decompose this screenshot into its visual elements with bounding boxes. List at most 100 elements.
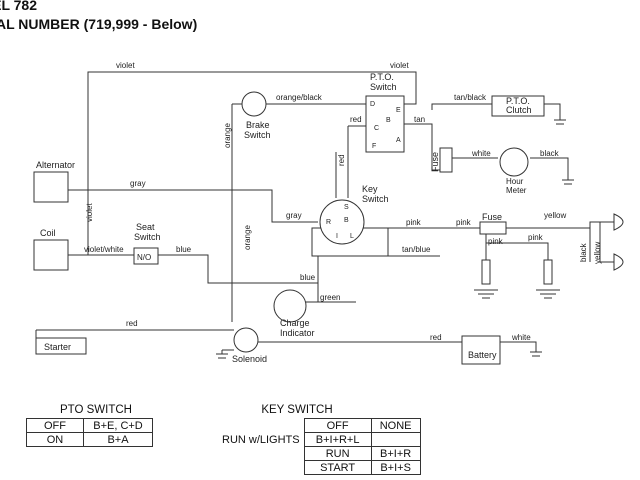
coil-box (33, 239, 69, 271)
wire-label-yellow-lamp: yellow (593, 242, 602, 264)
wire-label-gray-key: gray (286, 211, 302, 220)
ground-symbol-5 (216, 353, 228, 359)
pto-switch-table: OFF B+E, C+D ON B+A (26, 418, 153, 447)
charge-indicator-symbol (273, 289, 307, 323)
key-terminal-l: L (350, 233, 354, 240)
hour-meter-label-1: Hour (506, 177, 524, 186)
alternator-label: Alternator (36, 160, 75, 170)
wire-label-orange-lower: orange (243, 225, 252, 250)
charge-indicator-label-2: Indicator (280, 328, 315, 338)
key-row-4-connection: B+I+S (370, 460, 421, 475)
battery-label: Battery (468, 350, 497, 360)
wire-label-violet-top: violet (116, 61, 135, 70)
wire-label-red-key: red (337, 154, 346, 166)
lamp-socket-2 (543, 259, 553, 285)
table-row: OFF B+E, C+D (26, 418, 153, 433)
pto-row-2-state: ON (26, 432, 84, 447)
key-terminal-s: S (344, 204, 349, 211)
headlight-1 (613, 213, 624, 231)
coil-label: Coil (40, 228, 56, 238)
key-row-3-state: RUN (303, 446, 372, 461)
table-row: ON B+A (26, 432, 153, 447)
pto-row-2-connection: B+A (83, 432, 153, 447)
pto-switch-box (365, 95, 405, 153)
wire-label-white-battery: white (511, 333, 531, 342)
pto-table-title: PTO SWITCH (60, 404, 132, 416)
wire-label-tan-blue: tan/blue (402, 245, 431, 254)
brake-switch-label-1: Brake (246, 120, 270, 130)
seat-switch-label-1: Seat (136, 222, 155, 232)
table-row: OFF NONE (216, 418, 421, 433)
pto-switch-label-1: P.T.O. (370, 72, 394, 82)
key-terminal-b: B (344, 217, 349, 224)
wire-label-white-meter: white (471, 149, 491, 158)
key-table-title: KEY SWITCH (261, 404, 333, 416)
pto-terminal-b: B (386, 117, 391, 124)
key-row-1-connection: NONE (370, 418, 421, 433)
headlight-2 (613, 253, 624, 271)
starter-label: Starter (44, 342, 71, 352)
charge-indicator-label-1: Charge (280, 318, 310, 328)
wire-label-red-battery: red (430, 333, 442, 342)
key-switch-symbol (319, 199, 365, 245)
key-row-3-label (216, 447, 304, 461)
wire-label-pink-lamp2: pink (528, 233, 544, 242)
pto-terminal-d: D (370, 101, 375, 108)
wire-label-black-lamp: black (579, 242, 588, 262)
pto-terminal-a: A (396, 137, 401, 144)
wire-label-violet-white: violet/white (84, 245, 124, 254)
ground-symbol-6 (530, 351, 542, 357)
wire-label-green: green (320, 293, 340, 302)
wire-label-violet-right: violet (390, 61, 409, 70)
pto-terminal-e: E (396, 107, 401, 114)
brake-switch-symbol (241, 91, 267, 117)
wire-label-orange-black: orange/black (276, 93, 323, 102)
ground-symbol-3 (554, 119, 566, 125)
fuse-main-label: Fuse (482, 212, 502, 222)
key-terminal-i: I (336, 233, 338, 240)
pto-row-1-connection: B+E, C+D (83, 418, 153, 433)
wire-label-red-starter: red (126, 319, 138, 328)
wire-label-pink-lamp1: pink (488, 237, 504, 246)
ground-symbol-1 (474, 289, 498, 299)
key-row-2-connection (370, 432, 421, 447)
hour-meter-symbol (499, 147, 529, 177)
solenoid-symbol (233, 327, 259, 353)
key-row-4-state: START (303, 460, 372, 475)
pto-clutch-box (491, 95, 545, 117)
table-row: RUN B+I+R (216, 446, 421, 461)
alternator-box (33, 171, 69, 203)
pto-terminal-f: F (372, 143, 376, 150)
key-terminal-r: R (326, 219, 331, 226)
wire-label-gray-alt: gray (130, 179, 146, 188)
wire-label-blue-key: blue (300, 273, 316, 282)
wire-label-pink-fuse: pink (456, 218, 472, 227)
key-switch-table: OFF NONE RUN w/LIGHTS B+I+R+L RUN B+I+R … (216, 418, 421, 475)
brake-switch-label-2: Switch (244, 130, 271, 140)
serial-number-title: RIAL NUMBER (719,999 - Below) (0, 16, 198, 32)
battery-box (461, 335, 501, 365)
pto-clutch-label-2: Clutch (506, 105, 532, 115)
ground-symbol-2 (536, 289, 560, 299)
pto-row-1-state: OFF (26, 418, 84, 433)
seat-switch-label-2: Switch (134, 232, 161, 242)
wire-label-black-meter: black (540, 149, 560, 158)
key-row-2-state: B+I+R+L (303, 432, 372, 447)
pto-switch-label-2: Switch (370, 82, 397, 92)
wire-label-orange-upper: orange (223, 123, 232, 148)
wire-label-yellow-top: yellow (544, 211, 566, 220)
key-row-4-label (216, 461, 304, 475)
wire-label-tan-black: tan/black (454, 93, 487, 102)
pto-terminal-c: C (374, 125, 379, 132)
seat-switch-box (133, 247, 159, 265)
table-row: RUN w/LIGHTS B+I+R+L (216, 432, 421, 447)
wire-label-tan: tan (414, 115, 425, 124)
fuse-vertical-label: Fuse (430, 152, 440, 172)
wiring-diagram: Alternator Coil Seat Switch N/O Brake Sw… (33, 61, 624, 365)
table-row: START B+I+S (216, 460, 421, 475)
hour-meter-label-2: Meter (506, 186, 527, 195)
fuse-main (479, 221, 507, 235)
starter-box (35, 337, 87, 355)
solenoid-label: Solenoid (232, 354, 267, 364)
ground-symbol-4 (562, 179, 574, 185)
